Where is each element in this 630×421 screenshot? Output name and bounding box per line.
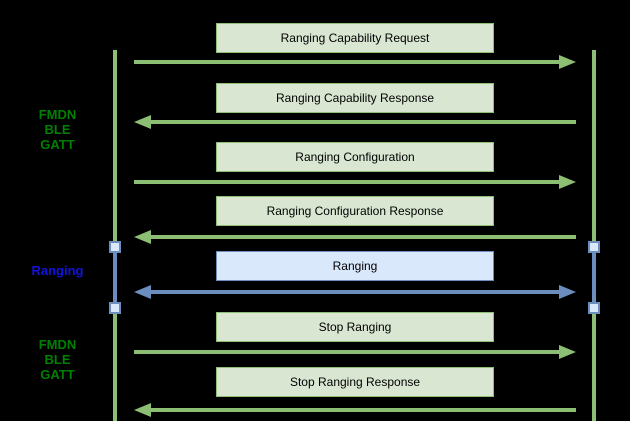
- phase-label-line: Ranging: [31, 263, 84, 278]
- arrowhead-right-icon: [559, 285, 576, 299]
- arrow-shaft: [134, 180, 563, 184]
- arrow-shaft: [134, 60, 563, 64]
- arrow-shaft: [147, 290, 563, 294]
- ranging-handle-square: [588, 302, 600, 314]
- message-box-ranging-configuration: Ranging Configuration: [216, 142, 494, 172]
- message-box-ranging-capability-request: Ranging Capability Request: [216, 23, 494, 53]
- arrow-shaft: [147, 235, 576, 239]
- message-arrow-left: [134, 230, 576, 244]
- phase-label-line: GATT: [40, 367, 75, 382]
- message-arrow-left: [134, 403, 576, 417]
- message-arrow-right: [134, 175, 576, 189]
- arrowhead-left-icon: [134, 403, 151, 417]
- phase-label-line: BLE: [44, 122, 71, 137]
- phase-label-line: FMDN: [38, 107, 77, 122]
- arrow-shaft: [134, 350, 563, 354]
- arrowhead-right-icon: [559, 175, 576, 189]
- message-box-ranging-capability-response: Ranging Capability Response: [216, 83, 494, 113]
- arrowhead-left-icon: [134, 285, 151, 299]
- arrowhead-left-icon: [134, 115, 151, 129]
- message-box-ranging-configuration-response: Ranging Configuration Response: [216, 196, 494, 226]
- phase-label-line: BLE: [44, 352, 71, 367]
- ranging-handle-square: [588, 241, 600, 253]
- message-box-stop-ranging-response: Stop Ranging Response: [216, 367, 494, 397]
- arrowhead-left-icon: [134, 230, 151, 244]
- ranging-segment-left: [113, 246, 117, 309]
- ranging-handle-square: [109, 241, 121, 253]
- message-arrow-left: [134, 115, 576, 129]
- message-box-stop-ranging: Stop Ranging: [216, 312, 494, 342]
- phase-label-ranging: Ranging: [10, 263, 105, 278]
- phase-label-fmdn-ble-gatt-top: FMDN BLE GATT: [10, 107, 105, 152]
- phase-label-line: FMDN: [38, 337, 77, 352]
- phase-label-fmdn-ble-gatt-bottom: FMDN BLE GATT: [10, 337, 105, 382]
- ranging-segment-right: [592, 246, 596, 309]
- arrowhead-right-icon: [559, 55, 576, 69]
- message-arrow-bidirectional: [134, 285, 576, 299]
- message-arrow-right: [134, 55, 576, 69]
- arrow-shaft: [147, 408, 576, 412]
- ranging-handle-square: [109, 302, 121, 314]
- lifeline-left: [113, 50, 117, 421]
- message-arrow-right: [134, 345, 576, 359]
- arrowhead-right-icon: [559, 345, 576, 359]
- phase-label-line: GATT: [40, 137, 75, 152]
- message-box-ranging: Ranging: [216, 251, 494, 281]
- lifeline-right: [592, 50, 596, 421]
- arrow-shaft: [147, 120, 576, 124]
